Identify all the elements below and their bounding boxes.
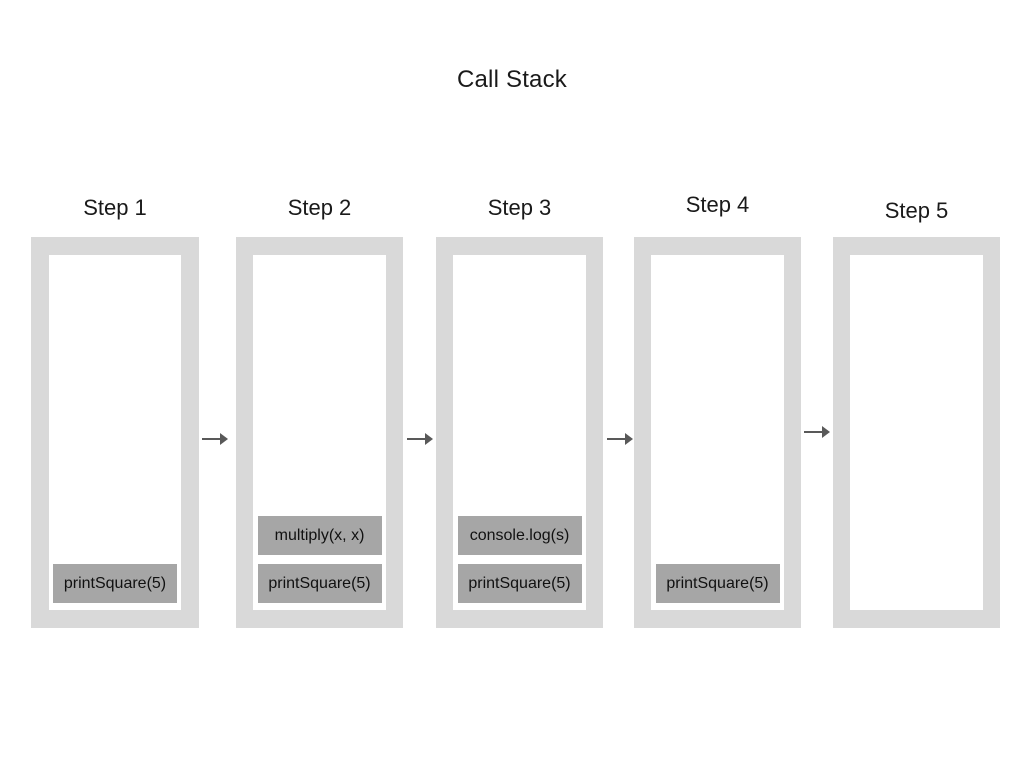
arrow-shaft [804, 431, 823, 433]
step-5-group: Step 5 [833, 198, 1000, 628]
arrow-head [625, 433, 633, 445]
stack-frame: console.log(s) [457, 516, 582, 555]
step-2-stack-container: multiply(x, x) printSquare(5) [236, 237, 403, 628]
diagram-title: Call Stack [456, 66, 568, 93]
step-1-stack-container: printSquare(5) [31, 237, 199, 628]
stack-frame: printSquare(5) [457, 564, 582, 603]
arrow-shaft [407, 438, 426, 440]
arrow-right-icon [607, 432, 633, 447]
step-1-group: Step 1 printSquare(5) [31, 195, 199, 628]
step-2-stack-area: multiply(x, x) printSquare(5) [253, 255, 386, 610]
arrow-right-icon [407, 432, 433, 447]
step-4-stack-area: printSquare(5) [651, 255, 784, 610]
step-3-stack-area: console.log(s) printSquare(5) [453, 255, 586, 610]
step-1-stack-area: printSquare(5) [49, 255, 181, 610]
step-5-label: Step 5 [884, 198, 949, 223]
arrow-head [822, 426, 830, 438]
stack-frame: printSquare(5) [53, 564, 177, 603]
arrow-right-icon [804, 425, 830, 440]
step-1-label: Step 1 [83, 195, 147, 220]
step-3-group: Step 3 console.log(s) printSquare(5) [436, 195, 603, 628]
step-3-stack-container: console.log(s) printSquare(5) [436, 237, 603, 628]
arrow-shaft [607, 438, 626, 440]
step-5-stack-container [833, 237, 1000, 628]
step-4-label: Step 4 [685, 192, 750, 217]
step-3-label: Step 3 [487, 195, 552, 220]
step-4-stack-container: printSquare(5) [634, 237, 801, 628]
step-2-label: Step 2 [287, 195, 352, 220]
arrow-right-icon [202, 432, 228, 447]
stack-frame: printSquare(5) [257, 564, 382, 603]
arrow-shaft [202, 438, 221, 440]
stack-frame: multiply(x, x) [257, 516, 382, 555]
step-4-group: Step 4 printSquare(5) [634, 192, 801, 628]
step-2-group: Step 2 multiply(x, x) printSquare(5) [236, 195, 403, 628]
arrow-head [425, 433, 433, 445]
stack-frame: printSquare(5) [655, 564, 780, 603]
step-5-stack-area [850, 255, 983, 610]
arrow-head [220, 433, 228, 445]
